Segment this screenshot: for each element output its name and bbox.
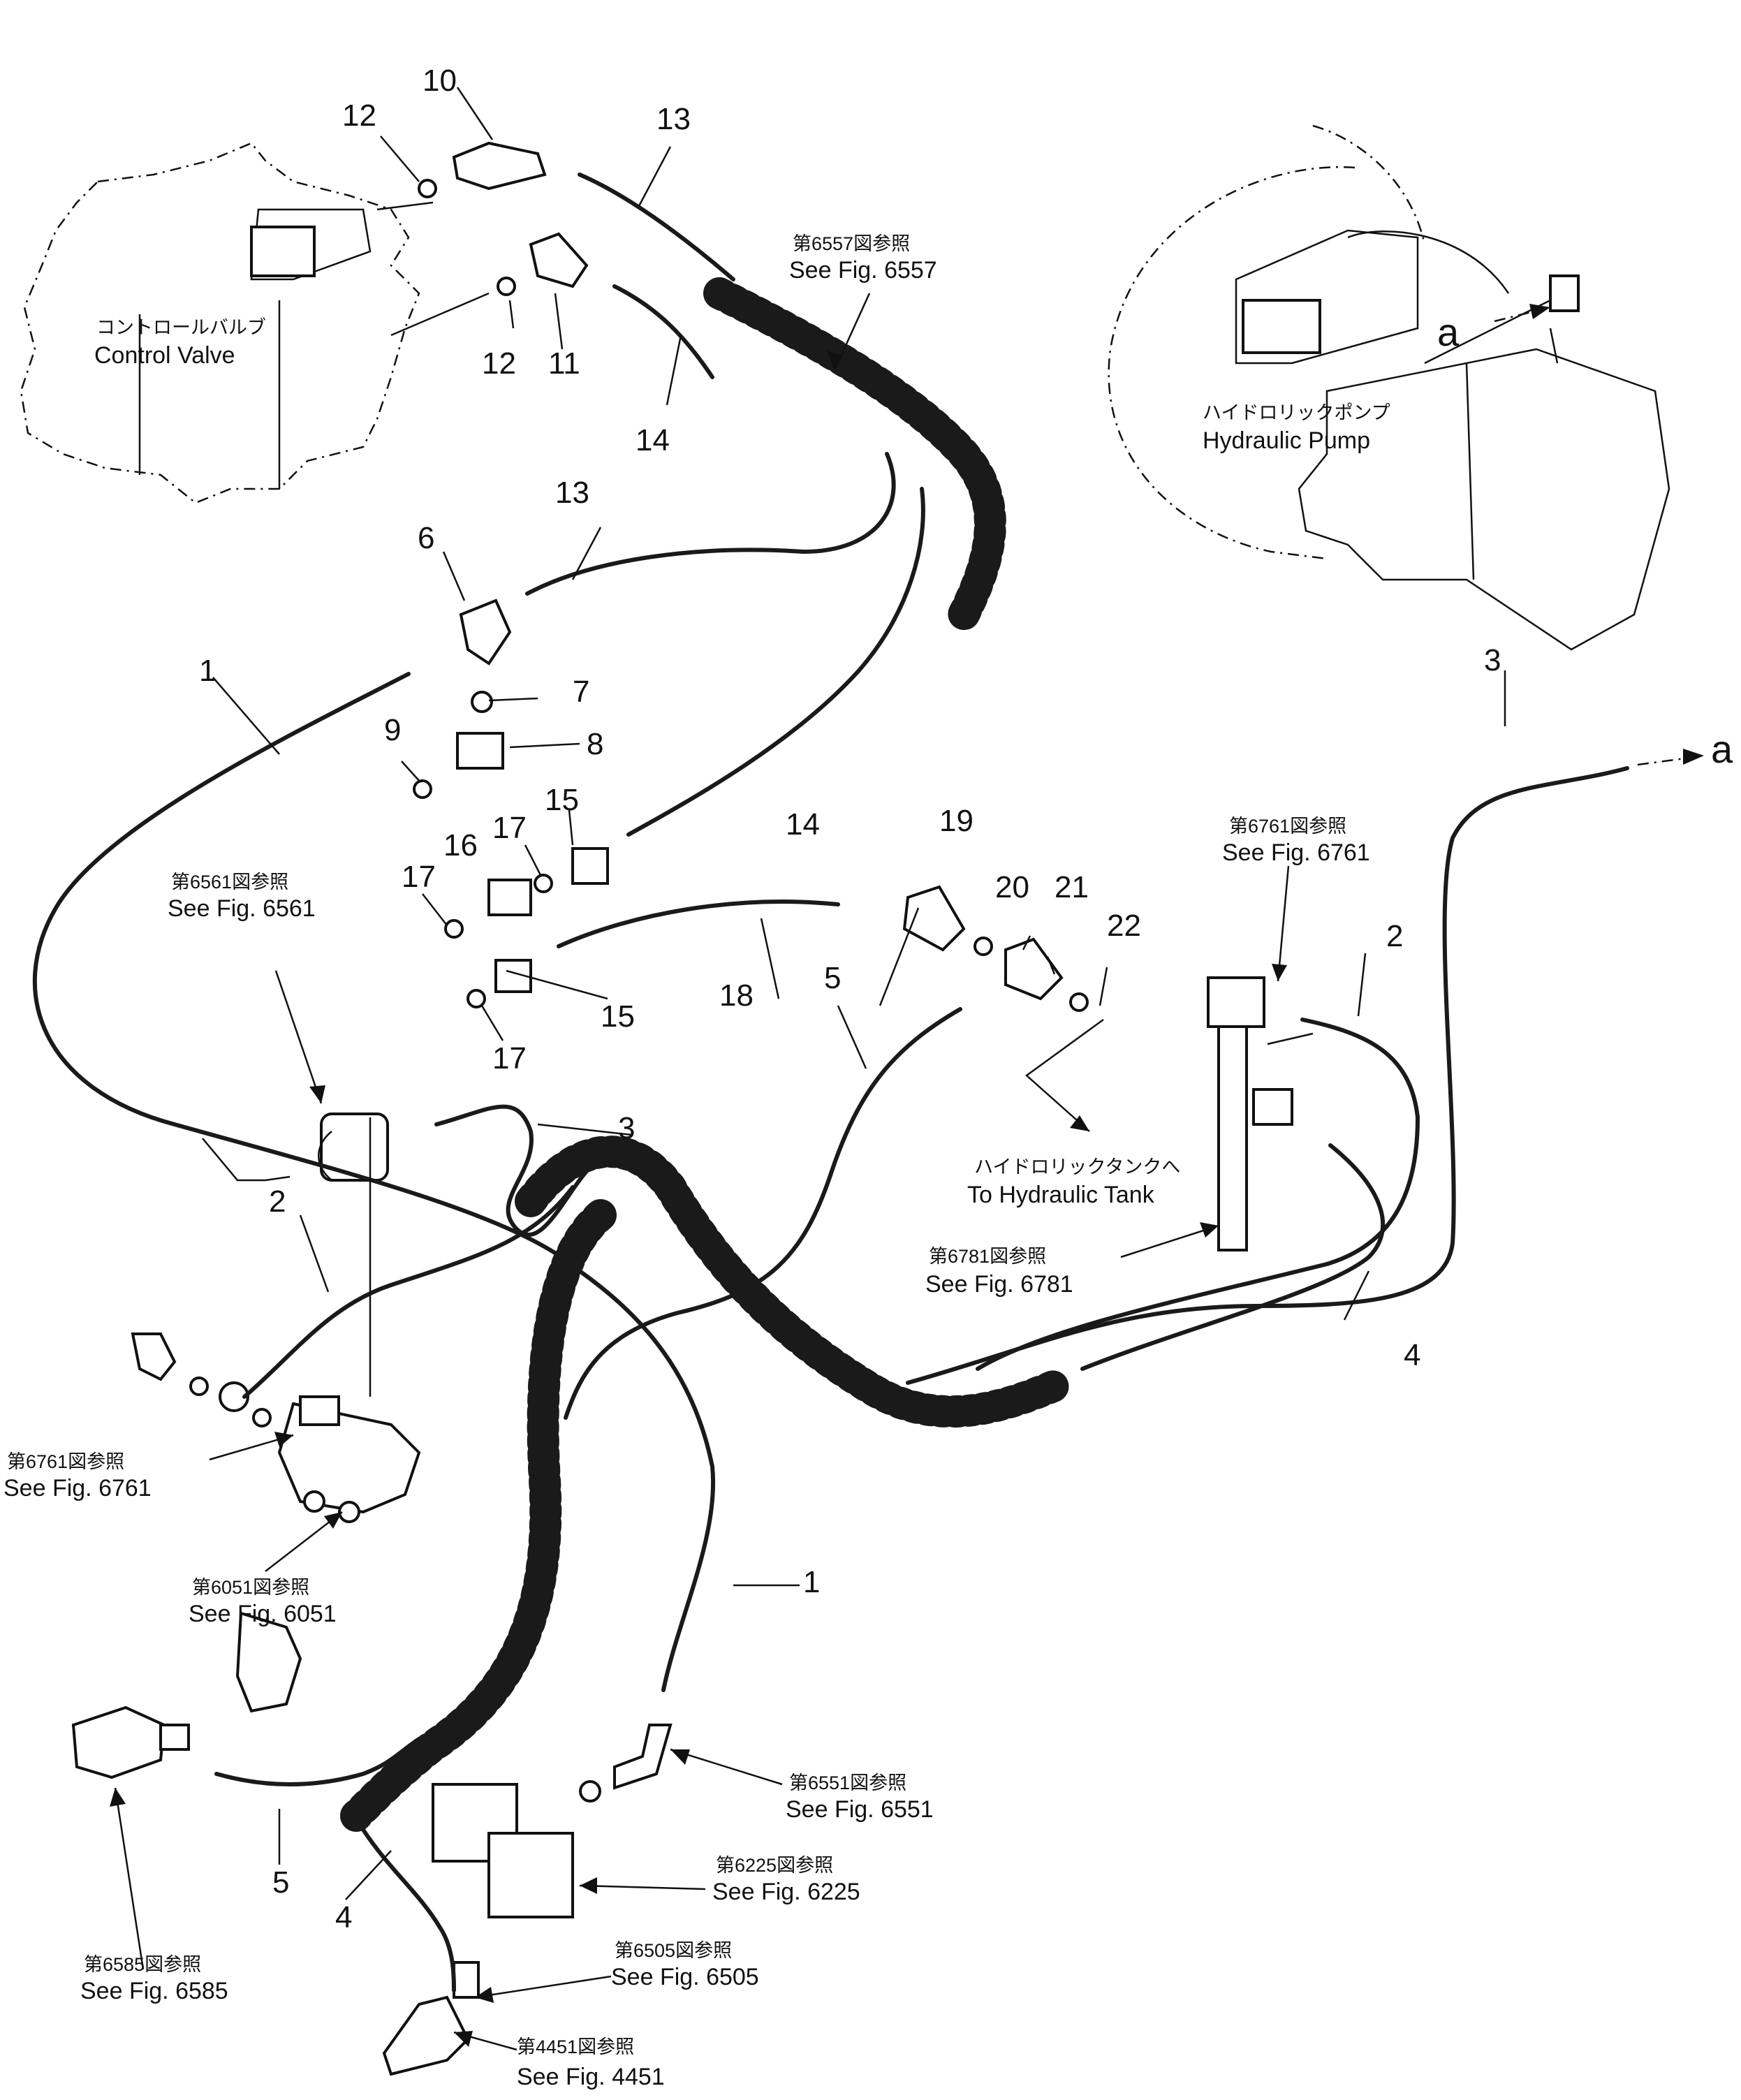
solenoid-block-6585 <box>71 1705 190 1779</box>
ref-6761-left-jp: 第6761図参照 <box>7 1451 124 1472</box>
hydraulic-pump-label-jp: ハイドロリックポンプ <box>1203 402 1390 423</box>
leader-lines <box>202 87 1506 1900</box>
hoses <box>32 172 1629 1992</box>
part-number: 20 <box>995 870 1029 904</box>
part-number: 5 <box>824 961 841 995</box>
control-valve-outline <box>20 142 490 504</box>
control-valve-label-jp: コントロールバルブ <box>96 317 266 338</box>
wrist-fittings-2 <box>131 1332 272 1427</box>
ref-6551-en: See Fig. 6551 <box>786 1796 934 1823</box>
hydraulic-pump-outline <box>1108 124 1670 651</box>
part-number: 4 <box>1404 1338 1420 1372</box>
reference-arrows <box>110 293 1704 2051</box>
ref-6051-jp: 第6051図参照 <box>192 1577 309 1598</box>
part-number: 17 <box>402 860 436 894</box>
ref-6781-en: See Fig. 6781 <box>925 1271 1073 1298</box>
component-labels: コントロールバルブ Control Valve ハイドロリックポンプ Hydra… <box>94 317 1390 1208</box>
part-number: 10 <box>423 64 457 98</box>
ref-6225-en: See Fig. 6225 <box>712 1879 860 1905</box>
ref-6557-jp: 第6557図参照 <box>793 233 910 254</box>
part-number: 16 <box>443 828 478 862</box>
valve-block-6225 <box>432 1783 574 1918</box>
part-number: 7 <box>573 675 589 709</box>
ref-6561-jp: 第6561図参照 <box>171 872 288 893</box>
fitting-6505-4451 <box>382 1961 480 2076</box>
part-number: 15 <box>545 783 579 817</box>
ref-6781-jp: 第6781図参照 <box>929 1246 1046 1267</box>
connection-marker-a: a <box>1711 727 1733 771</box>
ref-6585-jp: 第6585図参照 <box>84 1954 201 1975</box>
part-number: 3 <box>1484 643 1501 677</box>
ref-6761-jp: 第6761図参照 <box>1229 816 1346 837</box>
protective-sleeves <box>340 277 1078 1832</box>
part-number: 1 <box>199 654 216 688</box>
part-number: 14 <box>636 423 670 457</box>
part-number: 11 <box>548 346 580 381</box>
part-number: 13 <box>656 102 691 136</box>
part-number: 15 <box>601 999 635 1034</box>
part-number: 19 <box>939 804 974 838</box>
fittings <box>413 141 1089 1012</box>
part-number: 8 <box>587 727 603 761</box>
ref-6585-en: See Fig. 6585 <box>80 1978 228 2004</box>
hydraulic-tank-label-en: To Hydraulic Tank <box>967 1182 1155 1208</box>
part-number: 22 <box>1107 909 1141 943</box>
tank-valve-assembly <box>1207 976 1314 1251</box>
part-number: 21 <box>1055 870 1089 904</box>
ref-6561-en: See Fig. 6561 <box>168 895 316 922</box>
part-number: 5 <box>272 1865 289 1900</box>
part-number: 18 <box>719 978 754 1013</box>
ref-6761-en: See Fig. 6761 <box>1222 839 1370 866</box>
small-valve-block <box>235 1611 302 1713</box>
ref-6505-jp: 第6505図参照 <box>615 1940 732 1961</box>
control-valve-label-en: Control Valve <box>94 342 235 369</box>
part-numbers: 1 1 2 2 3 3 4 4 5 5 6 7 8 9 10 11 12 12 … <box>199 64 1501 1934</box>
ref-6761-left-en: See Fig. 6761 <box>3 1475 152 1501</box>
figure-references: 第6557図参照 See Fig. 6557 第6561図参照 See Fig.… <box>3 233 1370 2090</box>
part-number: 12 <box>342 98 376 133</box>
part-number: 1 <box>803 1565 820 1599</box>
ref-6557-en: See Fig. 6557 <box>789 257 937 284</box>
part-number: 17 <box>492 811 527 845</box>
connection-marker-a: a <box>1437 310 1460 354</box>
ref-6505-en: See Fig. 6505 <box>611 1964 759 1990</box>
elbow-6551 <box>579 1724 673 1802</box>
part-number: 9 <box>384 713 401 747</box>
ref-6225-jp: 第6225図参照 <box>716 1855 833 1876</box>
part-number: 12 <box>482 346 516 381</box>
pilot-valve-block-6051 <box>277 1395 421 1523</box>
pressure-switch-block <box>318 1113 389 1182</box>
hydraulic-pump-label-en: Hydraulic Pump <box>1203 427 1370 454</box>
ref-4451-en: See Fig. 4451 <box>517 2064 665 2090</box>
hydraulic-tank-label-jp: ハイドロリックタンクへ <box>974 1157 1180 1177</box>
part-number: 6 <box>418 521 434 555</box>
ref-6051-en: See Fig. 6051 <box>189 1601 337 1627</box>
part-number: 17 <box>492 1041 527 1075</box>
ref-6551-jp: 第6551図参照 <box>789 1772 906 1793</box>
part-number: 14 <box>786 807 820 842</box>
part-number: 4 <box>335 1900 352 1934</box>
ref-4451-jp: 第4451図参照 <box>517 2036 634 2057</box>
part-number: 3 <box>618 1111 635 1145</box>
part-number: 2 <box>1386 919 1403 953</box>
part-number: 2 <box>269 1184 286 1219</box>
part-number: 13 <box>555 476 589 510</box>
